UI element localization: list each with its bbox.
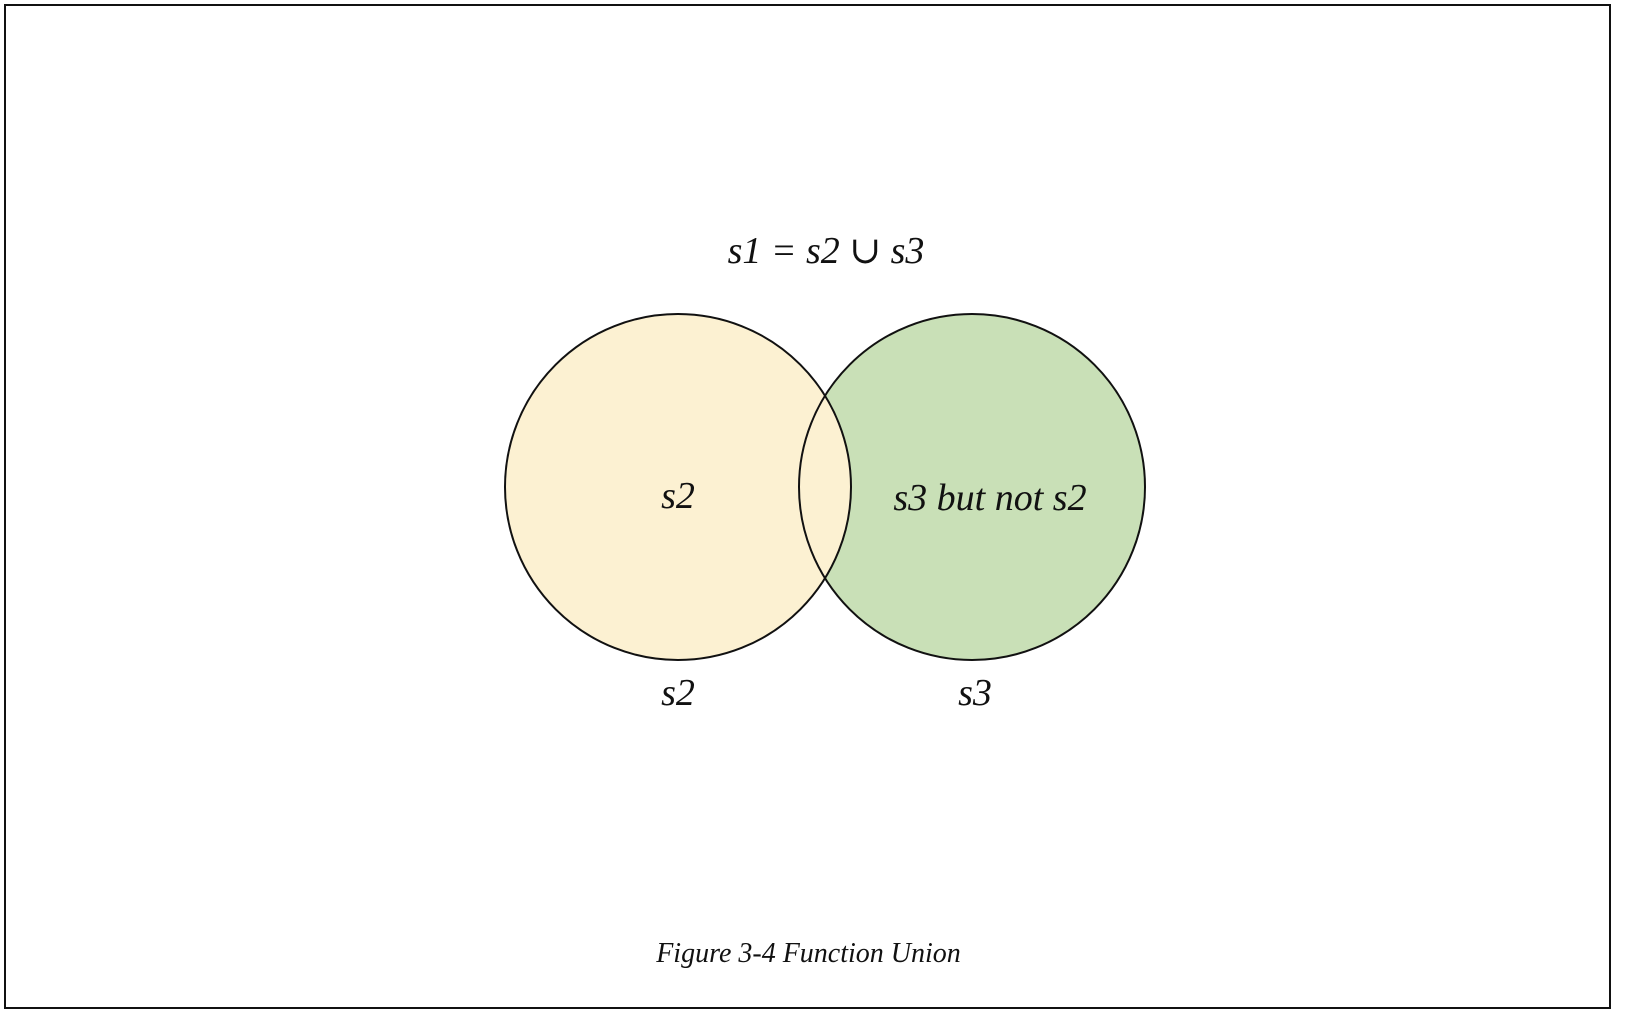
figure-caption: Figure 3-4 Function Union: [656, 938, 961, 969]
set-s3-outer-label: s3: [958, 672, 992, 714]
set-s2-inner-label: s2: [661, 475, 695, 517]
set-s3-inner-label: s3 but not s2: [893, 477, 1086, 519]
union-equation: s1 = s2 ∪ s3: [728, 230, 925, 272]
set-s2-outer-label: s2: [661, 672, 695, 714]
set-s2-circle: [504, 313, 852, 661]
set-s3-inner-boundary: [798, 314, 851, 660]
